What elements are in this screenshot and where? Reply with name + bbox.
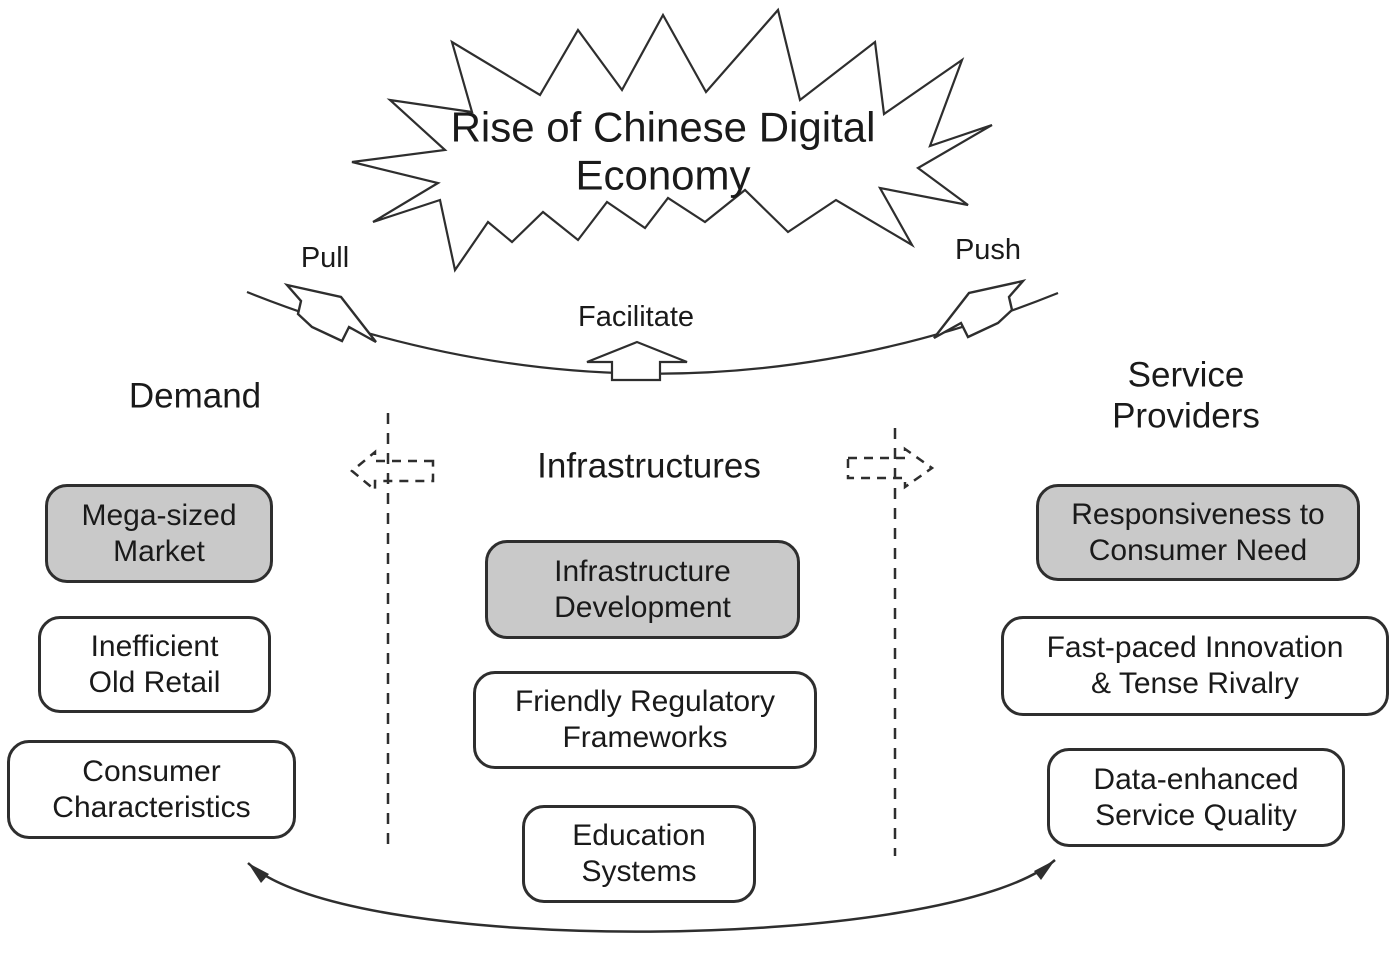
- box-friendly-regulatory-frameworks: Friendly Regulatory Frameworks: [473, 671, 817, 769]
- pull-label: Pull: [300, 241, 350, 274]
- box-responsiveness-to-consumer-need: Responsiveness to Consumer Need: [1036, 484, 1360, 581]
- heading-demand: Demand: [128, 376, 262, 416]
- facilitate-up-arrow-icon: [586, 340, 688, 382]
- pull-bolt-arrow-icon: [283, 283, 377, 344]
- box-consumer-characteristics: Consumer Characteristics: [7, 740, 296, 839]
- bottom-arrowhead-left-icon: [248, 863, 269, 883]
- push-bolt-arrow-icon: [933, 279, 1027, 340]
- bottom-double-arrow-curve: [247, 859, 1056, 933]
- box-mega-sized-market: Mega-sized Market: [45, 484, 273, 583]
- starburst-shape: [351, 7, 993, 273]
- box-inefficient-old-retail: Inefficient Old Retail: [38, 616, 271, 713]
- push-label: Push: [954, 233, 1022, 266]
- heading-infrastructures: Infrastructures: [537, 446, 761, 486]
- box-data-enhanced-service-quality: Data-enhanced Service Quality: [1047, 748, 1345, 847]
- page-title: Rise of Chinese Digital Economy: [450, 103, 876, 199]
- heading-service-providers: Service Providers: [1112, 355, 1260, 436]
- facilitate-label: Facilitate: [577, 300, 695, 333]
- dashed-arrow-right-icon: [846, 446, 935, 490]
- dashed-arrow-left-icon: [350, 449, 435, 493]
- box-infrastructure-development: Infrastructure Development: [485, 540, 800, 639]
- bottom-arrowhead-right-icon: [1034, 860, 1055, 880]
- box-fast-paced-innovation: Fast-paced Innovation & Tense Rivalry: [1001, 616, 1389, 716]
- box-education-systems: Education Systems: [522, 805, 756, 903]
